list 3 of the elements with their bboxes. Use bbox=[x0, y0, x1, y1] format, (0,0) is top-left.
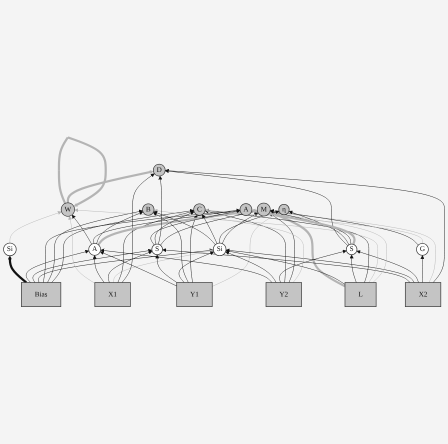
arrow bbox=[66, 170, 154, 203]
arrow bbox=[8, 256, 28, 284]
arrow bbox=[58, 136, 107, 207]
